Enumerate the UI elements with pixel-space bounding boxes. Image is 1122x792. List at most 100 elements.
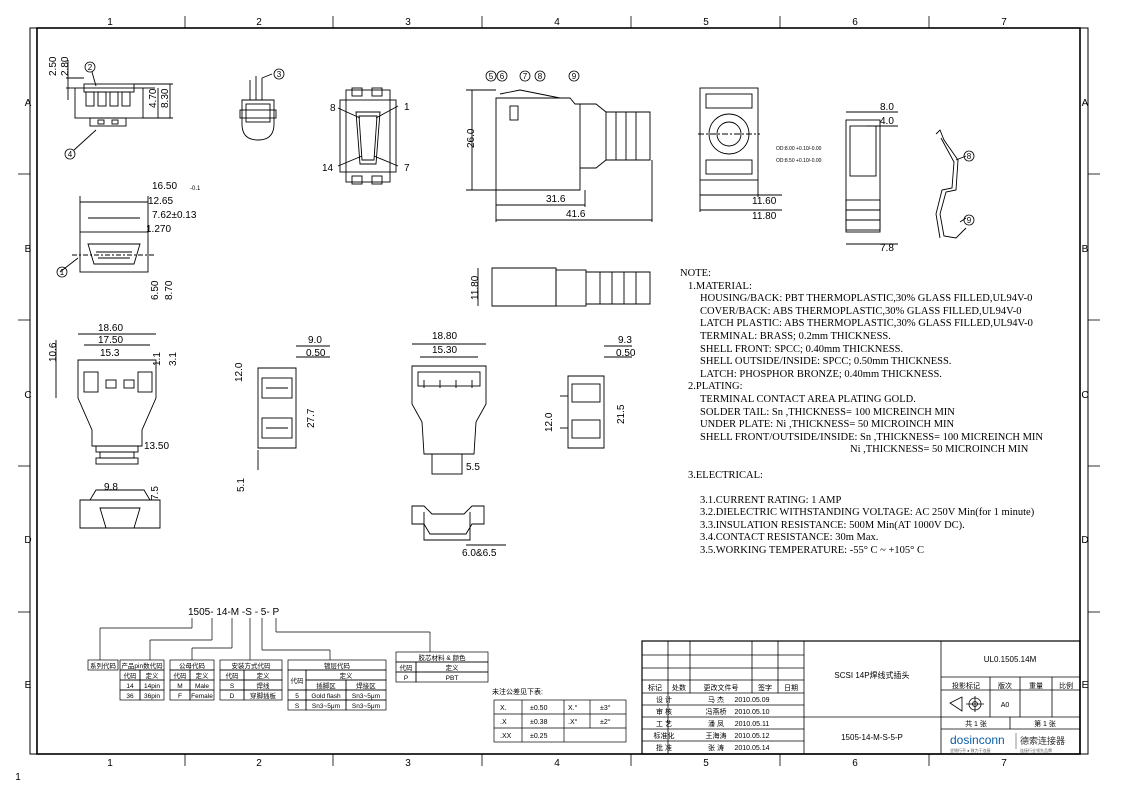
balloon-4: 4 [68, 150, 73, 159]
name-approve: 张 涛 [708, 743, 724, 752]
tolerance-title: 未注公差见下表: [492, 687, 543, 696]
col-number: 7 [1001, 758, 1007, 769]
connector-face-drawing [59, 196, 156, 273]
dim-8-70: 8.70 [164, 280, 175, 300]
shell-front-drawing [411, 343, 487, 475]
note-line: 3.5.WORKING TEMPERATURE: -55° C ~ +105° … [700, 545, 924, 557]
shell-right-drawing [560, 345, 632, 449]
inner-frame [36, 27, 1081, 755]
dim-17-50: 17.50 [98, 335, 123, 346]
hdr-series: 系列代码 [90, 661, 117, 670]
balloon-3: 3 [277, 70, 282, 79]
hdr-shell: 胶芯材料 & 颜色 [419, 653, 466, 662]
note-line: SOLDER TAIL: Sn ,THICKNESS= 100 MICREINC… [700, 406, 955, 418]
dim-15-3: 15.3 [100, 348, 120, 359]
hdr-def: 定义 [340, 671, 354, 680]
latch-spring-drawing [935, 129, 967, 239]
dim-6-0-6-5: 6.0&6.5 [462, 548, 497, 559]
plating-sub-contact: 插脚区 [316, 681, 336, 690]
dim-41-6: 41.6 [566, 209, 586, 220]
dim-27-7: 27.7 [306, 408, 317, 428]
dim-4-70: 4.70 [148, 88, 159, 108]
dim-8-0: 8.0 [880, 102, 894, 113]
hdr-plating: 镀层代码 [324, 661, 351, 670]
shell-side-drawing [257, 345, 330, 470]
install-def-s: 焊线 [257, 681, 271, 690]
date-process: 2010.05.11 [735, 721, 770, 728]
plating-contact-s: Sn3~5μm [312, 703, 340, 710]
dim-16-50: 16.50 [152, 181, 177, 192]
note-line: 3.ELECTRICAL: [688, 469, 763, 481]
dim-7-8: 7.8 [880, 243, 894, 254]
scale-label: 比例 [1059, 681, 1073, 690]
balloon-8: 8 [967, 152, 972, 161]
note-line: SHELL FRONT: SPCC; 0.40mm THICKNESS. [700, 343, 904, 355]
hdr-def: 定义 [257, 671, 271, 680]
dim-9-8: 9.8 [104, 482, 118, 493]
latch-side-drawing [845, 111, 898, 245]
rev-header-mark: 标记 [648, 683, 662, 692]
note-line: SHELL OUTSIDE/INSIDE: SPCC; 0.50mm THICK… [700, 356, 952, 368]
note-line: LATCH PLASTIC: ABS THERMOPLASTIC,30% GLA… [700, 318, 1033, 330]
hdr-code: 代码 [291, 676, 305, 685]
hdr-install: 安装方式代码 [232, 661, 272, 670]
plating-solder-5: Sn3~5μm [352, 693, 380, 700]
brand-name: dosinconn [950, 733, 1005, 747]
plating-contact-5: Gold flash [311, 693, 341, 700]
dim-9-0: 9.0 [308, 335, 322, 346]
col-number: 5 [703, 17, 709, 28]
pin-label-14: 14 [322, 163, 334, 174]
col-number: 2 [256, 758, 262, 769]
name-standard: 王海涛 [706, 731, 727, 740]
balloon-2: 2 [88, 63, 93, 72]
row-letter: B [25, 244, 32, 255]
round-view-drawing [698, 87, 782, 212]
dim-6-50: 6.50 [150, 280, 161, 300]
dim-7-5: 7.5 [150, 486, 161, 500]
note-line: TERMINAL: BRASS; 0.2mm THICKNESS. [700, 330, 891, 342]
dim-12-0: 12.0 [234, 362, 245, 382]
row-letter: A [25, 98, 32, 109]
col-number: 1 [107, 17, 113, 28]
version-label: 版次 [998, 681, 1012, 690]
col-number: 4 [554, 758, 560, 769]
dim-7-62: 7.62±0.13 [152, 210, 197, 221]
role-design: 设 计 [656, 695, 672, 704]
row-letter: D [1081, 535, 1088, 546]
date-approve: 2010.05.14 [734, 745, 769, 752]
note-line [680, 457, 1100, 470]
tol-dx-val: ±0.38 [530, 719, 548, 726]
row-letter: B [1082, 244, 1089, 255]
sheet-number: 第 1 张 [1034, 719, 1056, 728]
dim-5-5: 5.5 [466, 462, 480, 473]
plating-sub-solder: 焊接区 [356, 681, 376, 690]
brand-slogan-2: 连接行业领先品牌 [1020, 747, 1052, 753]
tol-dxx-val: ±0.25 [530, 733, 548, 740]
hdr-gender: 公母代码 [179, 661, 206, 670]
note-line: 2.PLATING: [688, 381, 743, 393]
balloon-5: 5 [489, 72, 494, 81]
version-value: A0 [1001, 702, 1010, 709]
dim-5-1: 5.1 [236, 478, 247, 492]
dim-9-3: 9.3 [618, 335, 632, 346]
row-letter: A [1082, 98, 1089, 109]
dim-4-0: 4.0 [880, 116, 894, 127]
tol-xdeg: X.° [568, 704, 578, 712]
tol-dx: .X [500, 719, 507, 726]
dim-2-80: 2.80 [60, 56, 71, 76]
role-process: 工 艺 [656, 720, 672, 728]
dim-11-80-side: 11.80 [470, 275, 481, 300]
shell-def-pbt: PBT [446, 675, 459, 682]
balloon-1: 1 [60, 268, 65, 277]
dim-1-1: 1.1 [152, 352, 163, 366]
note-line: 3.2.DIELECTRIC WITHSTANDING VOLTAGE: AC … [700, 507, 1035, 519]
dim-12-0b: 12.0 [544, 412, 555, 432]
plating-solder-s: Sn3~5μm [352, 703, 380, 710]
tol-x-val: ±0.50 [530, 705, 548, 712]
col-number: 7 [1001, 17, 1007, 28]
hdr-code: 代码 [400, 663, 414, 672]
note-line: 3.1.CURRENT RATING: 1 AMP [700, 494, 842, 506]
hdr-def: 定义 [196, 671, 210, 680]
plating-code-s: S [295, 703, 300, 710]
